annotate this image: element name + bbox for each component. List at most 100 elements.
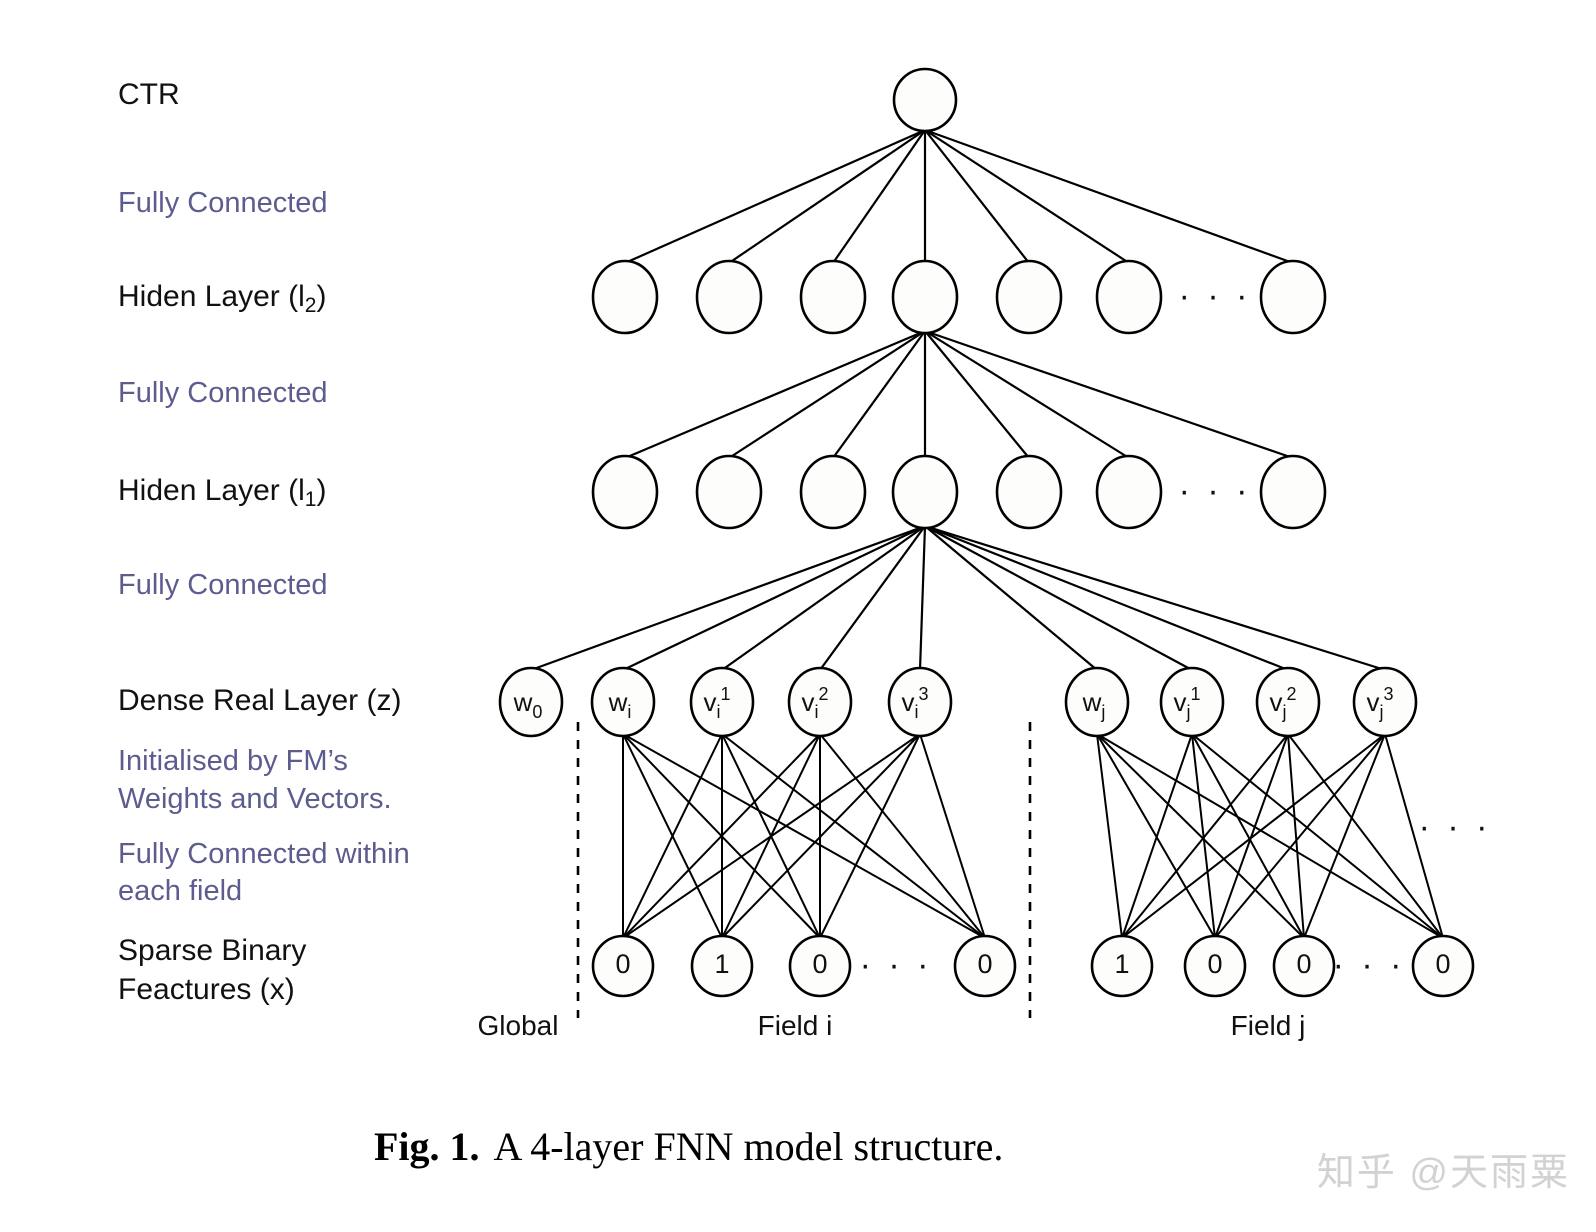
edge-field_j-3-1: [1214, 733, 1386, 939]
edge-h1-dense-4: [918, 525, 927, 671]
node-hidden2-5[interactable]: [1095, 259, 1163, 335]
node-sparse-7[interactable]: [1411, 934, 1475, 998]
edges-hidden2-to-hidden1: [624, 329, 1294, 460]
edge-field_i-0-3: [622, 733, 986, 939]
edge-field_i-3-0: [622, 733, 921, 939]
layer-label-5: Fully Connected: [118, 569, 328, 601]
node-sparse-0[interactable]: [591, 934, 655, 998]
edge-h1-dense-1: [622, 525, 926, 671]
node-hidden1-0[interactable]: [591, 454, 659, 530]
layer-label-1: Fully Connected: [118, 187, 328, 219]
edge-h1-dense-3: [819, 525, 926, 671]
node-sparse-value-1: 1: [714, 949, 729, 979]
node-hidden1-1[interactable]: [695, 454, 763, 530]
edge-output-h2-4: [924, 129, 1030, 264]
edge-output-h2-1: [728, 129, 926, 264]
edge-field_j-2-1: [1214, 733, 1289, 939]
edge-h1-dense-2: [721, 525, 926, 671]
layer-label-6: Dense Real Layer (z): [118, 684, 401, 717]
node-dense-vi1[interactable]: [689, 666, 755, 738]
node-sparse-5[interactable]: [1183, 934, 1247, 998]
edge-h2-h1-5: [924, 330, 1130, 459]
node-hidden1-5[interactable]: [1095, 454, 1163, 530]
node-dense-label-3: vi2: [801, 684, 828, 722]
node-hidden1-2[interactable]: [799, 454, 867, 530]
edge-output-h2-2: [832, 129, 926, 264]
node-hidden2-1[interactable]: [695, 259, 763, 335]
edges-dense-to-sparse: [622, 733, 1444, 939]
node-hidden2-0[interactable]: [591, 259, 659, 335]
edge-field_j-3-3: [1384, 733, 1444, 939]
edge-h2-h1-2: [832, 330, 926, 459]
edge-h1-dense-6: [924, 525, 1193, 671]
edge-field_j-2-3: [1287, 733, 1444, 939]
node-sparse-3[interactable]: [953, 934, 1017, 998]
edge-field_j-1-0: [1121, 733, 1193, 939]
edge-field_i-2-3: [819, 733, 986, 939]
node-sparse-value-2: 0: [812, 949, 827, 979]
edge-field_j-2-2: [1287, 733, 1305, 939]
node-hidden1-4[interactable]: [995, 454, 1063, 530]
node-hidden2-2[interactable]: [799, 259, 867, 335]
layer-label-11: Sparse Binary: [118, 934, 306, 967]
caption-label: Fig. 1.: [374, 1124, 480, 1169]
edge-field_i-3-3: [919, 733, 986, 939]
node-hidden2-3[interactable]: [891, 259, 959, 335]
figure-caption: Fig. 1.A 4-layer FNN model structure.: [374, 1124, 1003, 1169]
node-output-ctr[interactable]: [892, 67, 958, 133]
ellipsis-hidden1: · · ·: [1179, 472, 1252, 510]
node-dense-wi[interactable]: [590, 666, 656, 738]
node-sparse-value-0: 0: [615, 949, 630, 979]
ellipsis-dense-right: · · ·: [1419, 808, 1492, 846]
edge-field_j-1-1: [1191, 733, 1216, 939]
node-hidden1-3[interactable]: [891, 454, 959, 530]
node-dense-vj2[interactable]: [1255, 666, 1321, 738]
node-sparse-value-6: 0: [1296, 949, 1311, 979]
node-sparse-2[interactable]: [788, 934, 852, 998]
edge-field_j-3-2: [1303, 733, 1386, 939]
edges-output-to-hidden2: [624, 128, 1294, 265]
node-sparse-4[interactable]: [1090, 934, 1154, 998]
node-sparse-1[interactable]: [690, 934, 754, 998]
node-dense-label-2: vi1: [703, 684, 730, 722]
node-dense-vj3[interactable]: [1352, 666, 1418, 738]
node-dense-label-0: w0: [513, 687, 543, 722]
layer-label-9: Fully Connected within: [118, 838, 410, 870]
ellipsis-sparse-field-j: · · ·: [1333, 946, 1406, 984]
edge-h2-h1-6: [924, 329, 1294, 460]
field-label-0: Global: [478, 1010, 559, 1041]
node-sparse-value-3: 0: [977, 949, 992, 979]
edge-output-h2-6: [924, 128, 1294, 265]
layer-label-2: Hiden Layer (l2): [118, 280, 326, 317]
edge-field_i-2-0: [622, 733, 821, 939]
ellipsis-sparse-field-i: · · ·: [860, 946, 933, 984]
edge-h1-dense-8: [924, 524, 1386, 672]
node-sparse-6[interactable]: [1272, 934, 1336, 998]
layer-label-3: Fully Connected: [118, 377, 328, 409]
node-dense-vi2[interactable]: [787, 666, 853, 738]
watermark: 知乎 @天雨粟: [1316, 1152, 1570, 1194]
edge-field_i-3-1: [721, 733, 921, 939]
layer-label-10: each field: [118, 875, 242, 907]
node-dense-w0[interactable]: [498, 666, 564, 738]
edge-h2-h1-4: [924, 330, 1030, 459]
edge-output-h2-0: [624, 128, 926, 265]
edge-h2-h1-1: [728, 330, 926, 459]
edge-field_j-1-2: [1191, 733, 1305, 939]
ellipsis-hidden2: · · ·: [1179, 277, 1252, 315]
node-hidden2-6[interactable]: [1259, 259, 1327, 335]
edge-output-h2-5: [924, 129, 1130, 264]
layer-label-12: Feactures (x): [118, 973, 295, 1006]
node-dense-wj[interactable]: [1064, 666, 1130, 738]
layer-label-4: Hiden Layer (l1): [118, 474, 326, 511]
node-dense-vi3[interactable]: [887, 666, 953, 738]
node-hidden1-6[interactable]: [1259, 454, 1327, 530]
node-sparse-value-5: 0: [1207, 949, 1222, 979]
layer-label-0: CTR: [118, 78, 180, 111]
node-hidden2-4[interactable]: [995, 259, 1063, 335]
node-dense-label-1: wi: [608, 687, 632, 722]
node-dense-vj1[interactable]: [1159, 666, 1225, 738]
